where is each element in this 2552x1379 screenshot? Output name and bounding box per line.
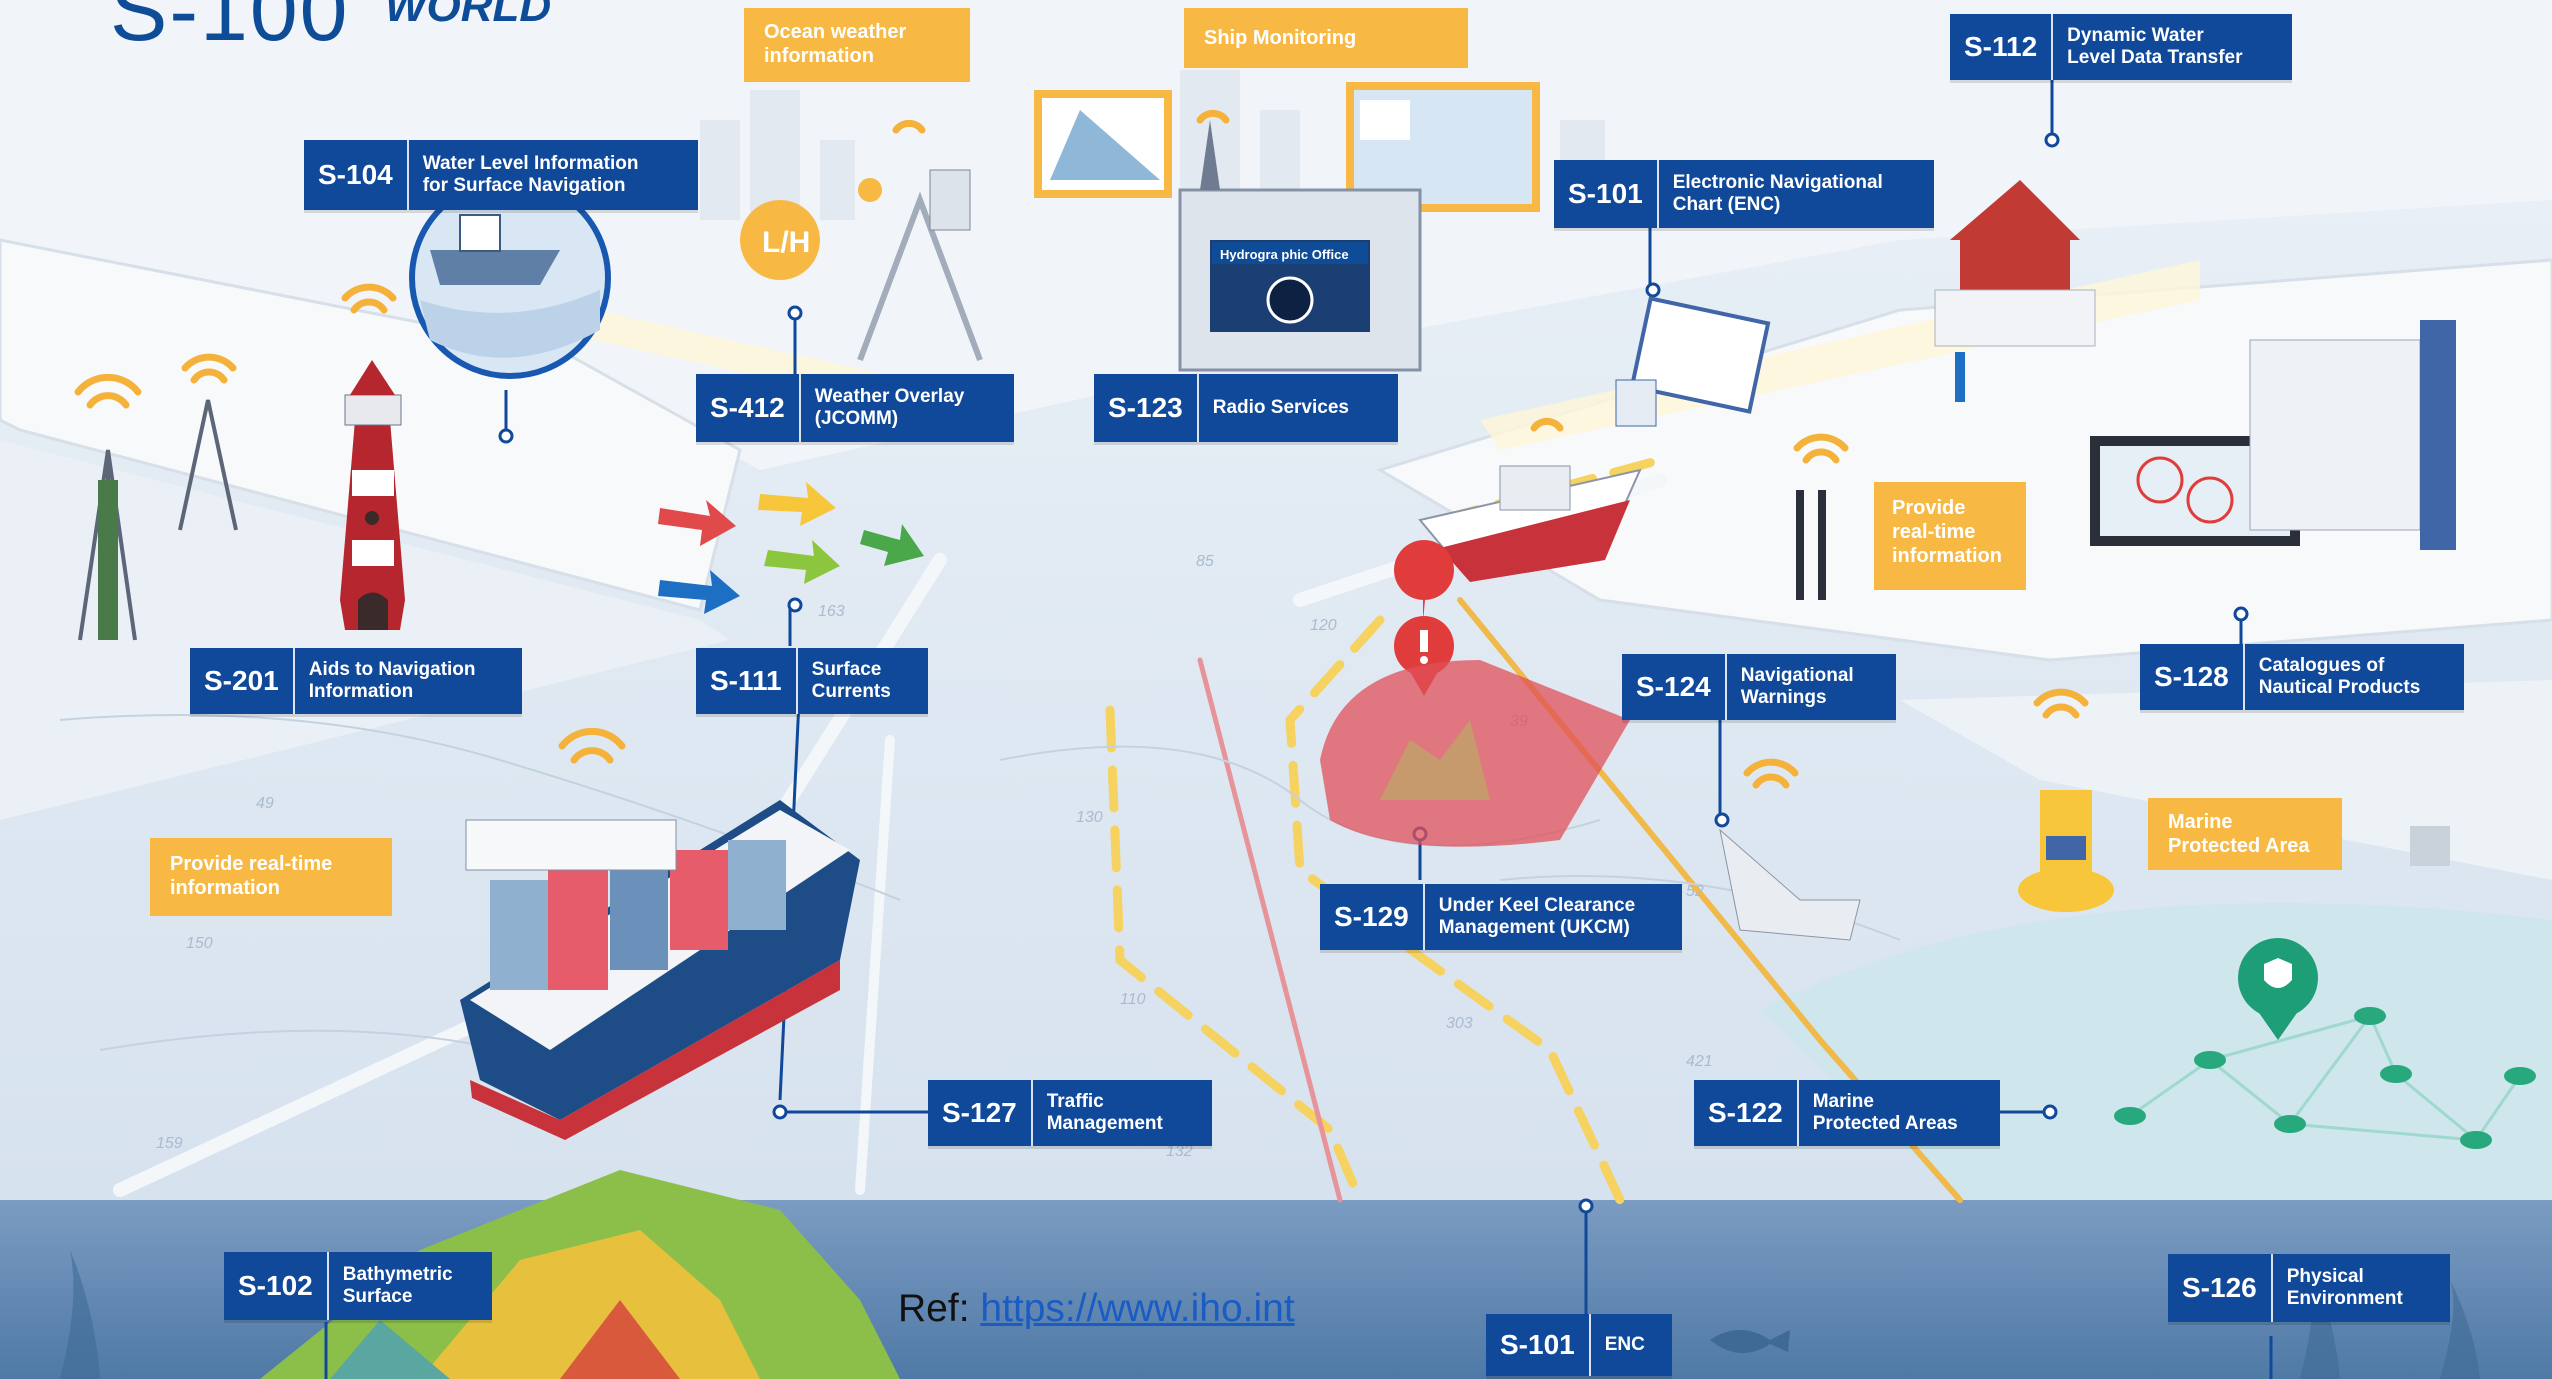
product-tag-s201: S-201 Aids to Navigation Information xyxy=(190,648,522,714)
product-tag-s129: S-129 Under Keel Clearance Management (U… xyxy=(1320,884,1682,950)
fish-icon xyxy=(1710,1330,1790,1354)
sensor-mast-icon xyxy=(1796,490,1826,600)
product-tag-s104: S-104 Water Level Information for Surfac… xyxy=(304,140,698,210)
product-code: S-129 xyxy=(1320,884,1425,950)
product-code: S-122 xyxy=(1694,1080,1799,1146)
ecdis-console-icon xyxy=(2090,320,2456,550)
product-tag-s101-seabed: S-101 ENC xyxy=(1486,1314,1672,1376)
product-tag-s111: S-111 Surface Currents xyxy=(696,648,928,714)
depth-label: 150 xyxy=(186,935,213,952)
product-label: Surface Currents xyxy=(811,659,891,702)
product-tag-s112: S-112 Dynamic Water Level Data Transfer xyxy=(1950,14,2292,80)
product-label: Dynamic Water Level Data Transfer xyxy=(2067,25,2243,68)
misc-structure-icon xyxy=(2410,826,2450,866)
product-code: S-101 xyxy=(1486,1314,1591,1376)
depth-label: 159 xyxy=(156,1135,183,1152)
product-label: Weather Overlay (JCOMM) xyxy=(814,386,965,429)
depth-label: 163 xyxy=(818,603,845,620)
protected-area-nodes xyxy=(2114,1007,2536,1149)
product-code: S-104 xyxy=(304,140,409,210)
hydrographic-office-icon: Hydrogra phic Office xyxy=(1178,120,1422,372)
rock-icon xyxy=(1380,720,1490,800)
product-code: S-112 xyxy=(1950,14,2054,80)
patrol-vessel-icon xyxy=(1418,465,1642,582)
product-label: Under Keel Clearance Management (UKCM) xyxy=(1438,895,1636,938)
reference-prefix: Ref: xyxy=(898,1287,981,1330)
depth-label: 110 xyxy=(1120,991,1146,1008)
product-label: Radio Services xyxy=(1212,397,1349,418)
info-tag-marine-protected: Marine Protected Area xyxy=(2148,798,2342,870)
product-tag-s122: S-122 Marine Protected Areas xyxy=(1694,1080,2000,1146)
depth-label: 132 xyxy=(1166,1143,1193,1160)
product-tag-s102: S-102 Bathymetric Surface xyxy=(224,1252,492,1320)
product-code: S-127 xyxy=(928,1080,1033,1146)
product-tag-s101-enc: S-101 Electronic Navigational Chart (ENC… xyxy=(1554,160,1934,228)
info-tag-ship-monitoring: Ship Monitoring xyxy=(1184,8,1468,68)
title-word: WORLD xyxy=(385,0,552,31)
product-label: Water Level Information for Surface Navi… xyxy=(422,153,639,196)
product-tag-s128: S-128 Catalogues of Nautical Products xyxy=(2140,644,2464,710)
product-label: Marine Protected Areas xyxy=(1812,1091,1958,1134)
product-tag-s412: S-412 Weather Overlay (JCOMM) xyxy=(696,374,1014,442)
quay-right-lower xyxy=(1900,680,2552,880)
monitoring-screen-icon xyxy=(1034,82,1540,212)
wifi-signal-icons xyxy=(74,109,2089,789)
product-code: S-412 xyxy=(696,374,801,442)
product-code: S-102 xyxy=(224,1252,329,1320)
hydrographic-office-sign: Hydrogra phic Office xyxy=(1220,247,1349,262)
survey-boat-icon xyxy=(1719,828,1861,941)
product-code: S-101 xyxy=(1554,160,1659,228)
depth-label: 120 xyxy=(1310,617,1337,634)
product-code: S-128 xyxy=(2140,644,2245,710)
product-label: Bathymetric Surface xyxy=(342,1264,453,1307)
container-ship-icon xyxy=(460,800,860,1140)
reference-text: Ref: https://www.iho.int xyxy=(898,1287,1295,1331)
depth-label: 85 xyxy=(1196,553,1214,570)
depth-label: 303 xyxy=(1446,1015,1473,1032)
depth-label: 49 xyxy=(256,795,274,812)
product-label: Traffic Management xyxy=(1046,1091,1163,1134)
info-tag-realtime-right: Provide real-time information xyxy=(1874,482,2026,590)
svg-text:L/H: L/H xyxy=(762,226,810,259)
info-tag-realtime-left: Provide real-time information xyxy=(150,838,392,916)
product-label: Physical Environment xyxy=(2286,1266,2403,1309)
depth-label: 421 xyxy=(1686,1053,1713,1070)
product-label: ENC xyxy=(1604,1334,1645,1355)
product-label: Navigational Warnings xyxy=(1740,665,1854,708)
cell-tower-icon xyxy=(98,480,118,640)
reference-link[interactable]: https://www.iho.int xyxy=(980,1287,1295,1330)
product-label: Aids to Navigation Information xyxy=(308,659,476,702)
water-level-inset-icon xyxy=(409,177,611,379)
depth-label: 52 xyxy=(1686,883,1704,900)
lighthouse-icon xyxy=(340,360,405,630)
product-code: S-201 xyxy=(190,648,295,714)
weather-station-icon: L/H xyxy=(740,169,983,362)
product-code: S-123 xyxy=(1094,374,1199,442)
product-tag-s123: S-123 Radio Services xyxy=(1094,374,1398,442)
protected-area-marker-icon xyxy=(2238,938,2318,1040)
product-code: S-124 xyxy=(1622,654,1727,720)
product-tag-s126: S-126 Physical Environment xyxy=(2168,1254,2450,1322)
enc-display-icon xyxy=(1615,296,1771,427)
buoy-icon xyxy=(2018,790,2114,912)
product-label: Catalogues of Nautical Products xyxy=(2258,655,2421,698)
info-tag-ocean-weather: Ocean weather information xyxy=(744,8,970,82)
title-code: S-100 xyxy=(110,0,350,59)
product-tag-s124: S-124 Navigational Warnings xyxy=(1622,654,1896,720)
product-label: Electronic Navigational Chart (ENC) xyxy=(1672,172,1883,215)
depth-label: 130 xyxy=(1076,809,1103,826)
product-tag-s127: S-127 Traffic Management xyxy=(928,1080,1212,1146)
current-arrows-icon xyxy=(658,482,924,614)
product-code: S-126 xyxy=(2168,1254,2273,1322)
product-code: S-111 xyxy=(696,648,798,714)
harbor-building-icon xyxy=(1934,180,2096,402)
connector-dots xyxy=(498,132,2249,1214)
